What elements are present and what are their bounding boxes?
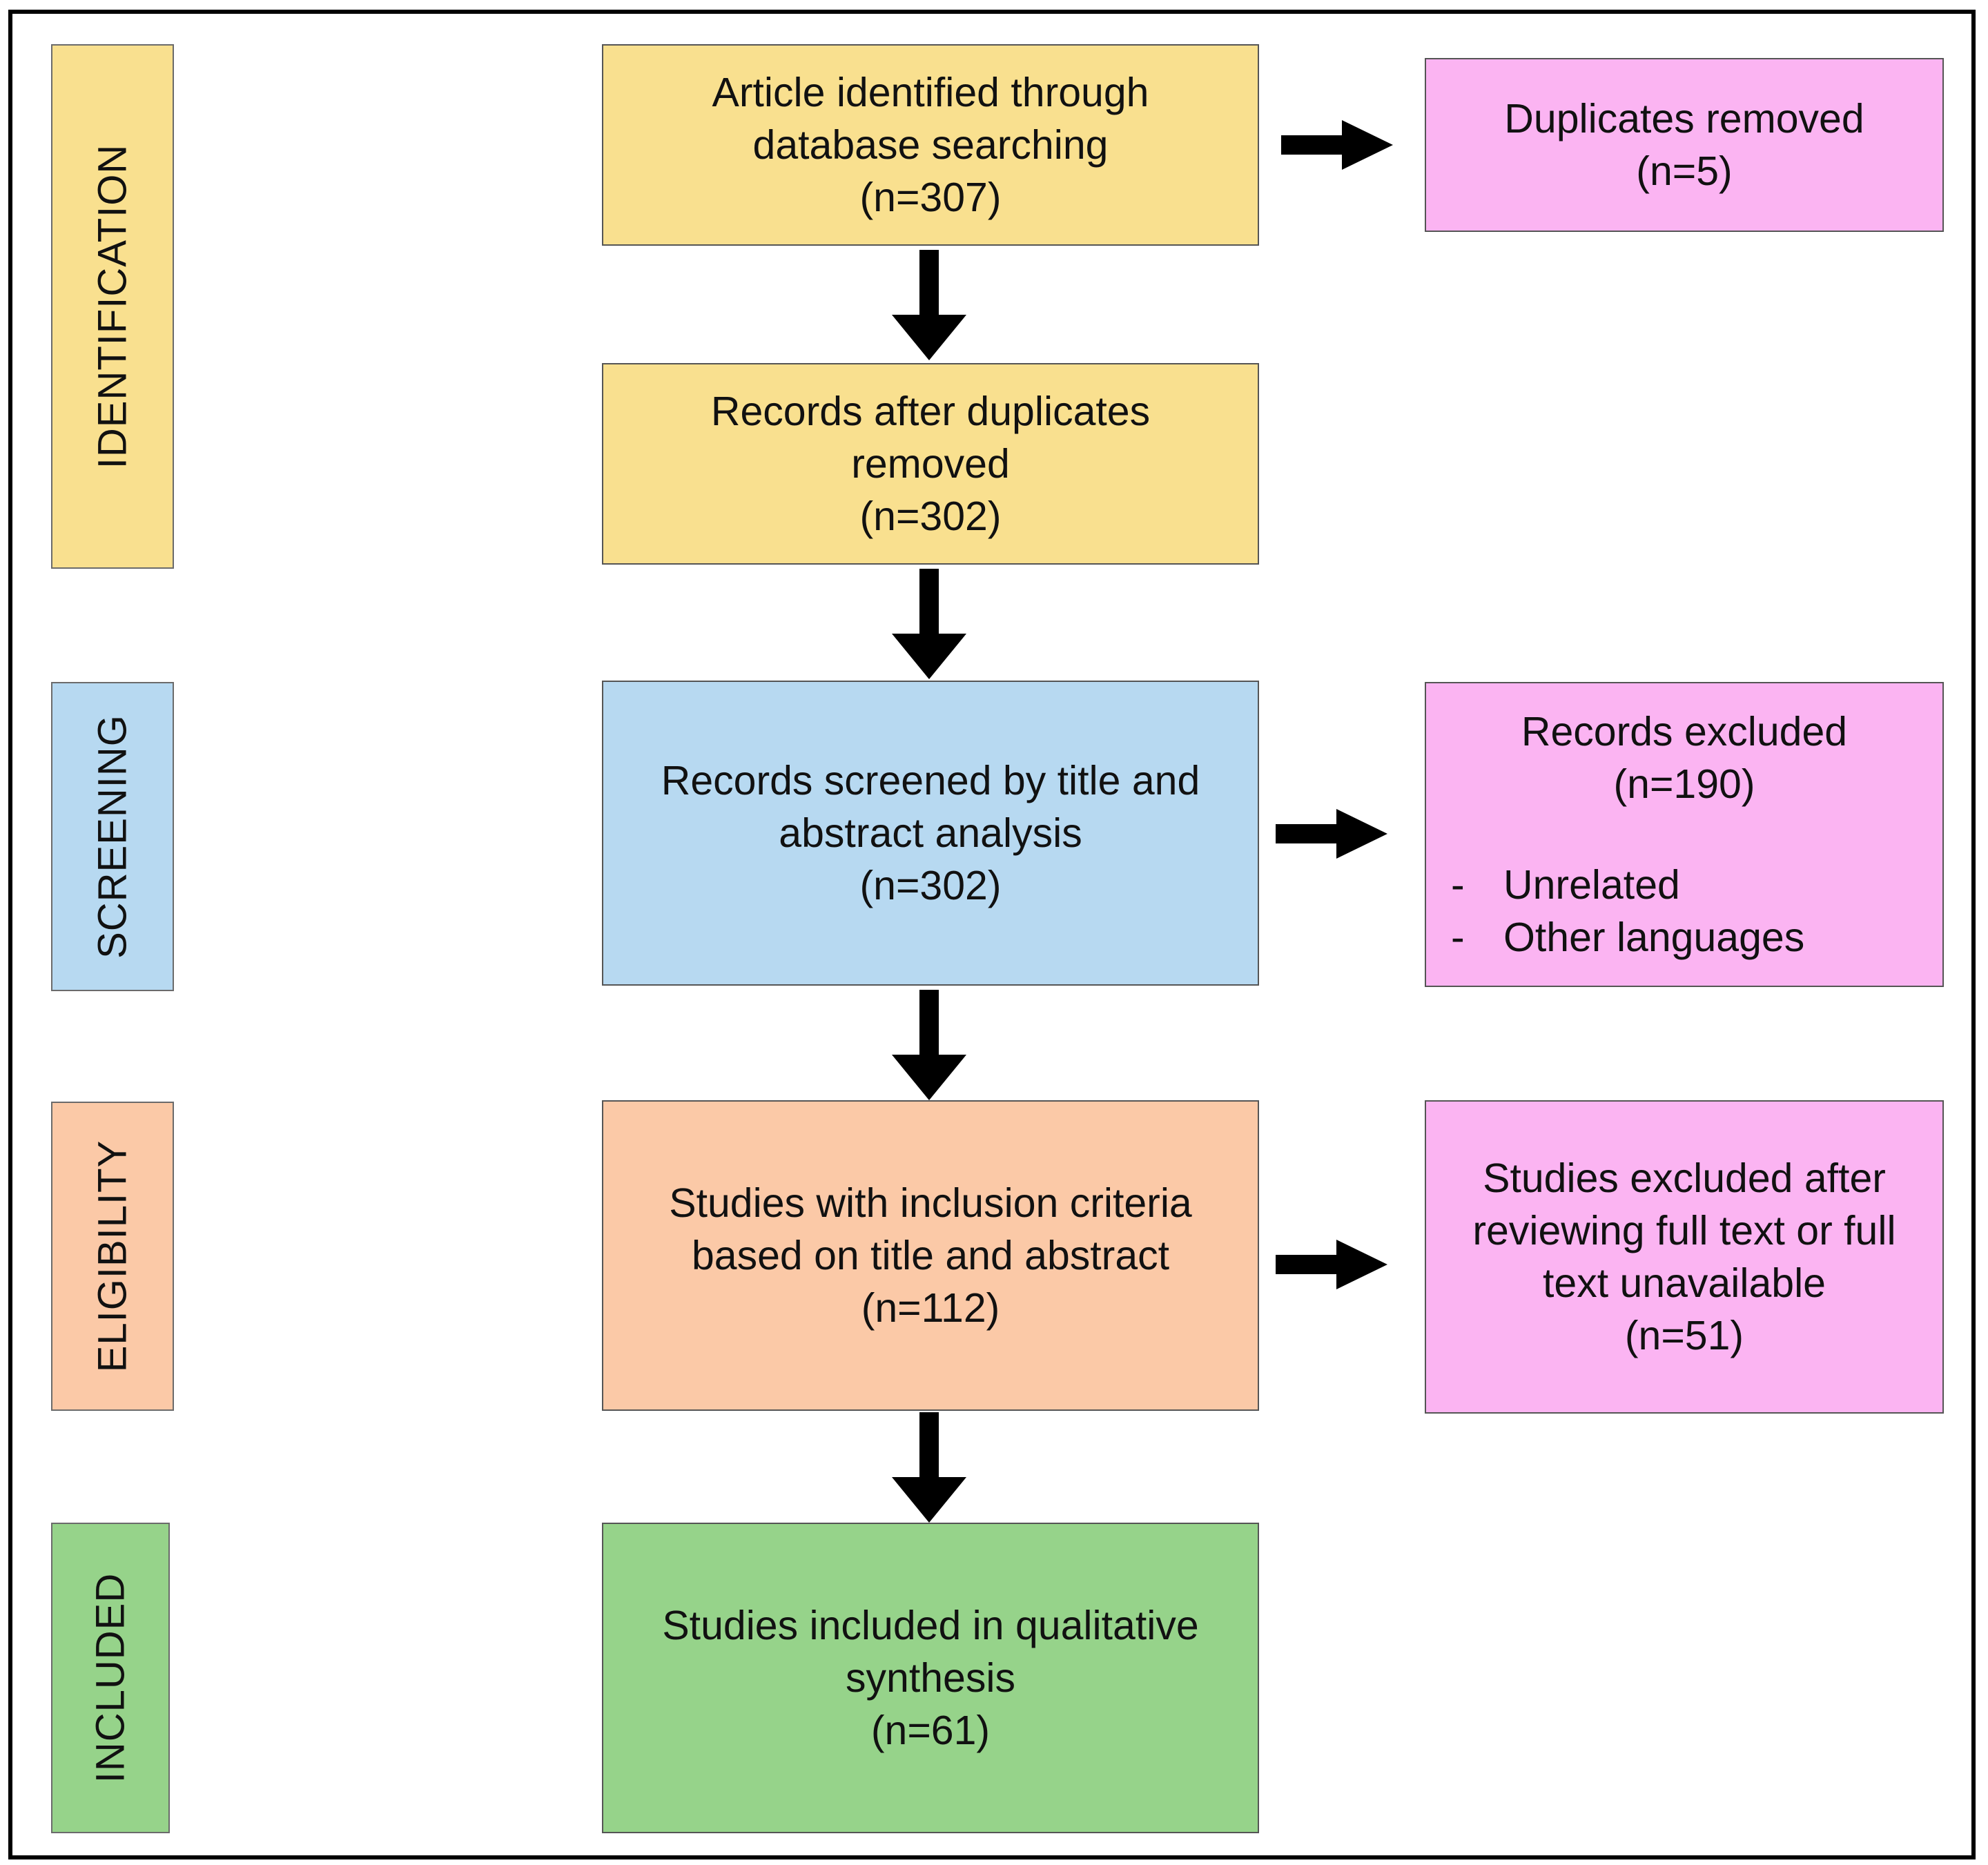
list-item-unrelated: Unrelated — [1503, 862, 1680, 908]
box-screened: Records screened by title and abstract a… — [602, 681, 1259, 986]
box-included: Studies included in qualitative synthesi… — [602, 1523, 1259, 1833]
arrow-down-3 — [892, 990, 966, 1100]
stage-screening-label: SCREENING — [90, 714, 135, 959]
stage-eligibility: ELIGIBILITY — [51, 1102, 174, 1411]
bullet-dash: - — [1451, 915, 1465, 960]
box-duplicates-removed-count: (n=5) — [1636, 148, 1733, 194]
box-included-count: (n=61) — [870, 1708, 991, 1753]
box-screened-line-1: Records screened by title and — [661, 758, 1200, 803]
arrow-down-2 — [892, 569, 966, 679]
arrow-down-3-shape — [892, 990, 966, 1100]
arrow-down-1-shape — [892, 250, 966, 360]
stage-eligibility-label: ELIGIBILITY — [90, 1140, 135, 1373]
box-duplicates-removed: Duplicates removed (n=5) — [1425, 58, 1944, 232]
list-item-other-languages: Other languages — [1503, 915, 1805, 960]
bullet-dash: - — [1451, 862, 1465, 908]
arrow-right-3-shape — [1276, 1240, 1387, 1289]
arrow-right-2-shape — [1276, 809, 1387, 859]
list-item: - Other languages — [1451, 911, 1942, 964]
box-eligible: Studies with inclusion criteria based on… — [602, 1100, 1259, 1411]
arrow-down-1 — [892, 250, 966, 360]
box-screened-line-2: abstract analysis — [779, 810, 1082, 856]
box-full-text-excluded-line-2: reviewing full text or full — [1472, 1208, 1896, 1253]
box-included-line-2: synthesis — [846, 1655, 1015, 1701]
box-screened-count: (n=302) — [859, 863, 1002, 908]
box-full-text-excluded-line-1: Studies excluded after — [1483, 1155, 1886, 1201]
stage-included-label: INCLUDED — [88, 1572, 133, 1784]
box-eligible-count: (n=112) — [861, 1285, 1000, 1331]
box-after-duplicates: Records after duplicates removed (n=302) — [602, 363, 1259, 565]
box-records-excluded-line-1: Records excluded — [1521, 709, 1848, 754]
box-after-duplicates-line-1: Records after duplicates — [710, 389, 1151, 434]
stage-included: INCLUDED — [51, 1523, 170, 1833]
arrow-right-1 — [1281, 120, 1393, 170]
arrow-right-3 — [1276, 1240, 1387, 1289]
arrow-down-2-shape — [892, 569, 966, 679]
box-identified-line-2: database searching — [752, 122, 1109, 168]
arrow-right-2 — [1276, 809, 1387, 859]
stage-screening: SCREENING — [51, 682, 174, 991]
box-identified-count: (n=307) — [859, 175, 1002, 220]
stage-identification: IDENTIFICATION — [51, 44, 174, 569]
box-identified: Article identified through database sear… — [602, 44, 1259, 246]
box-full-text-excluded-count: (n=51) — [1624, 1313, 1744, 1358]
diagram-frame — [8, 10, 1976, 1859]
box-eligible-line-1: Studies with inclusion criteria — [669, 1180, 1192, 1226]
box-identified-line-1: Article identified through — [712, 70, 1149, 115]
box-records-excluded-count: (n=190) — [1613, 761, 1755, 807]
box-after-duplicates-count: (n=302) — [859, 494, 1002, 539]
arrow-right-1-shape — [1281, 120, 1393, 170]
box-duplicates-removed-line-1: Duplicates removed — [1504, 96, 1864, 141]
box-records-excluded: Records excluded (n=190) - Unrelated - O… — [1425, 682, 1944, 987]
box-full-text-excluded: Studies excluded after reviewing full te… — [1425, 1100, 1944, 1414]
box-eligible-line-2: based on title and abstract — [691, 1233, 1170, 1278]
box-after-duplicates-line-2: removed — [851, 441, 1010, 487]
box-included-line-1: Studies included in qualitative — [662, 1603, 1199, 1648]
list-item: - Unrelated — [1451, 859, 1942, 911]
arrow-down-4 — [892, 1412, 966, 1523]
arrow-down-4-shape — [892, 1412, 966, 1523]
box-full-text-excluded-line-3: text unavailable — [1542, 1260, 1826, 1306]
stage-identification-label: IDENTIFICATION — [90, 144, 135, 469]
exclusion-reasons-list: - Unrelated - Other languages — [1426, 859, 1942, 964]
